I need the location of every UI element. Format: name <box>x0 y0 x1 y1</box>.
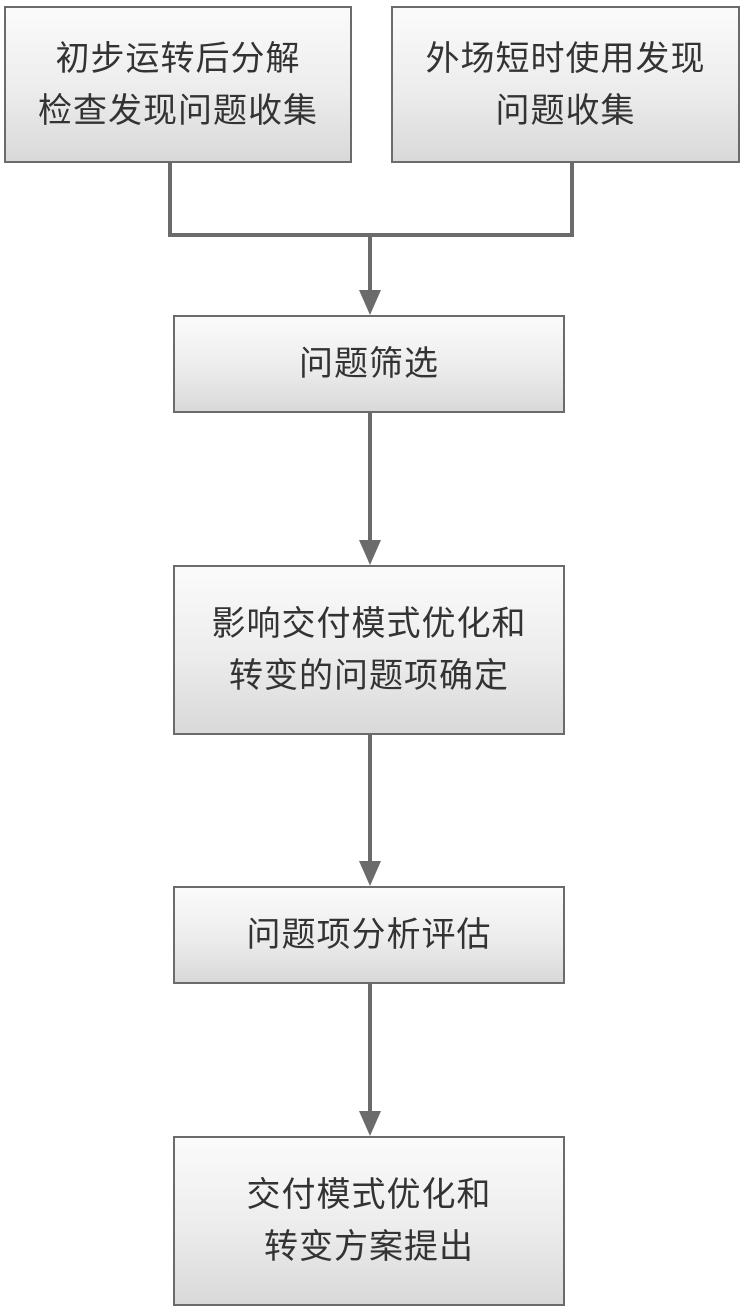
arrowhead-d <box>359 540 381 565</box>
node-issue-item-confirmation: 影响交付模式优化和 转变的问题项确定 <box>173 565 565 735</box>
connector-a-merge <box>168 163 370 237</box>
arrowhead-c <box>359 290 381 315</box>
node-label-line: 转变的问题项确定 <box>229 656 509 696</box>
node-issue-screening: 问题筛选 <box>173 315 565 413</box>
arrowhead-f <box>359 1111 381 1136</box>
node-label-line: 问题收集 <box>495 90 636 131</box>
node-field-short-use-issues: 外场短时使用发现 问题收集 <box>391 6 740 163</box>
node-issue-analysis-evaluation: 问题项分析评估 <box>173 886 565 984</box>
node-label-line: 问题筛选 <box>299 344 439 384</box>
arrowhead-e <box>359 861 381 886</box>
node-label-line: 检查发现问题收集 <box>38 90 318 131</box>
node-optimization-plan-proposal: 交付模式优化和 转变方案提出 <box>173 1136 565 1306</box>
node-label-line: 影响交付模式优化和 <box>211 604 527 644</box>
node-label-line: 转变方案提出 <box>264 1227 474 1267</box>
node-label-line: 交付模式优化和 <box>246 1175 492 1215</box>
node-initial-run-disassembly-issues: 初步运转后分解 检查发现问题收集 <box>4 6 352 163</box>
connector-b-merge <box>370 163 574 237</box>
node-label-line: 问题项分析评估 <box>246 915 492 955</box>
node-label-line: 外场短时使用发现 <box>425 38 706 79</box>
node-label-line: 初步运转后分解 <box>55 38 301 79</box>
